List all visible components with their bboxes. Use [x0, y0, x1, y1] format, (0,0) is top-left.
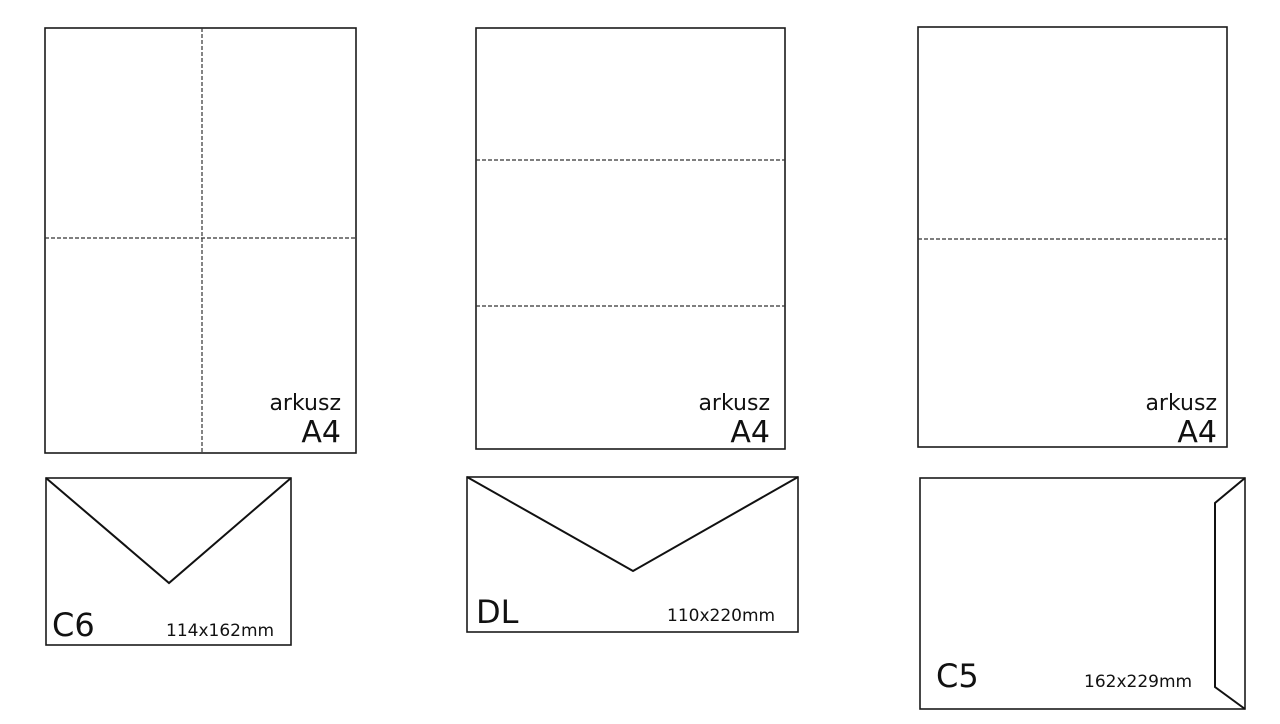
sheet-label-word: arkusz — [1145, 391, 1217, 416]
envelope-flap — [466, 476, 799, 573]
sheet-outline — [917, 26, 1228, 448]
sheet-label-size: A4 — [301, 415, 341, 450]
envelope-code: DL — [476, 593, 519, 631]
envelope-c6: C6 114x162mm — [45, 477, 292, 646]
envelope-outline — [919, 477, 1246, 710]
envelope-flap — [45, 477, 292, 585]
envelope-c5: C5 162x229mm — [919, 477, 1246, 710]
envelope-side-flap — [1214, 477, 1246, 710]
sheet-halves: arkusz A4 — [917, 26, 1228, 450]
sheet-label-size: A4 — [1177, 415, 1217, 450]
sheet-label-word: arkusz — [698, 391, 770, 416]
envelope-outline — [466, 476, 799, 633]
envelope-code: C6 — [52, 606, 95, 644]
envelope-dimensions: 162x229mm — [1084, 672, 1192, 692]
sheet-label-size: A4 — [730, 415, 770, 450]
envelope-dimensions: 110x220mm — [667, 606, 775, 626]
sheet-outline — [44, 27, 357, 454]
envelope-code: C5 — [936, 657, 979, 695]
envelope-outline — [45, 477, 292, 646]
envelope-dl: DL 110x220mm — [466, 476, 799, 633]
sheet-thirds: arkusz A4 — [475, 27, 786, 450]
sheet-quarters: arkusz A4 — [44, 27, 357, 454]
sheet-outline — [475, 27, 786, 450]
envelope-dimensions: 114x162mm — [166, 621, 274, 641]
sheet-label-word: arkusz — [269, 391, 341, 416]
